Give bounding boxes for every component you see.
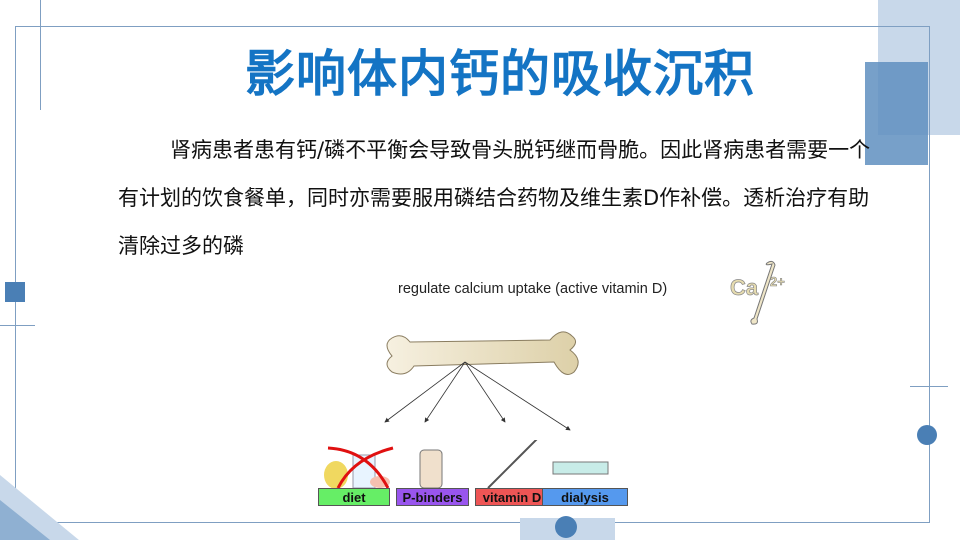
body-paragraph: 肾病患者患有钙/磷不平衡会导致骨头脱钙继而骨脆。因此肾病患者需要一个有计划的饮食… [118, 126, 878, 270]
deco-square-dark [865, 62, 928, 165]
bone-with-arrows [384, 331, 579, 431]
p-binders-box: P-binders [396, 488, 469, 506]
deco-circle-right [917, 425, 937, 445]
deco-hline [0, 325, 35, 326]
calcium-ion-icon: Ca 2+ [730, 260, 786, 325]
body-text: 肾病患者患有钙/磷不平衡会导致骨头脱钙继而骨脆。因此肾病患者需要一个有计划的饮食… [118, 138, 871, 258]
deco-small-square [5, 282, 25, 302]
deco-hline-right [910, 386, 948, 387]
diet-box: diet [318, 488, 390, 506]
deco-vline [40, 0, 41, 110]
deco-circle-bottom [555, 516, 577, 538]
svg-text:Ca: Ca [730, 275, 759, 300]
dialysis-box: dialysis [542, 488, 628, 506]
treatment-icons [324, 440, 609, 489]
deco-triangles [0, 475, 79, 540]
slide-frame [15, 26, 930, 523]
figure-caption: regulate calcium uptake (active vitamin … [398, 281, 668, 297]
page-title: 影响体内钙的吸收沉积 [245, 45, 755, 103]
svg-text:2+: 2+ [770, 274, 785, 289]
vitamin-d-box: vitamin D [475, 488, 549, 506]
